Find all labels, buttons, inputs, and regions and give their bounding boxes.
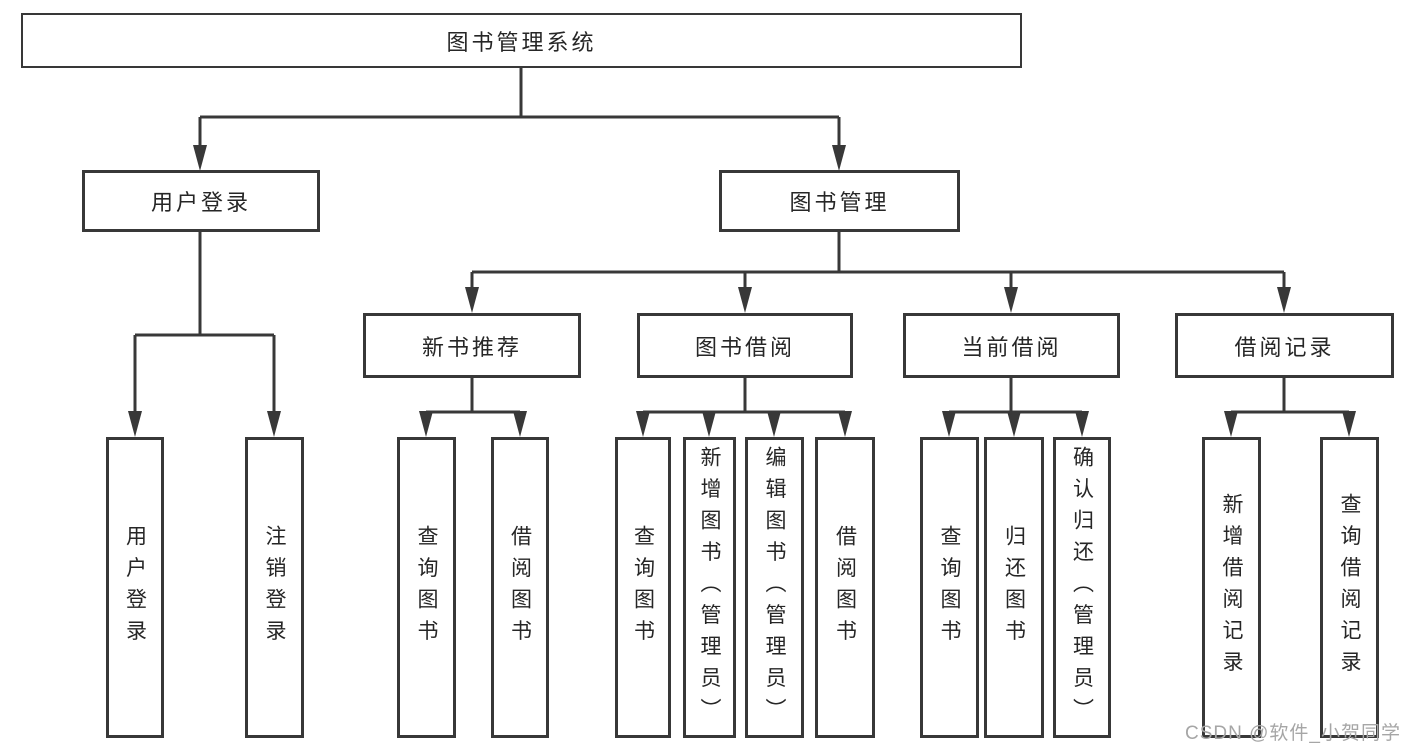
leaf-query-books-recommend: 查询图书 [397, 437, 456, 738]
leaf-add-books-admin: 新增图书（管理员） [683, 437, 736, 738]
leaf-query-books-current: 查询图书 [920, 437, 979, 738]
node-current-borrow: 当前借阅 [903, 313, 1120, 378]
leaf-logout: 注销登录 [245, 437, 304, 738]
connector-arrowheads [128, 145, 1356, 437]
node-library-management-system: 图书管理系统 [21, 13, 1022, 68]
leaf-add-borrow-record: 新增借阅记录 [1202, 437, 1261, 738]
node-book-borrow: 图书借阅 [637, 313, 853, 378]
leaf-return-books: 归还图书 [984, 437, 1044, 738]
node-borrow-records: 借阅记录 [1175, 313, 1394, 378]
leaf-edit-books-admin: 编辑图书（管理员） [745, 437, 804, 738]
leaf-confirm-return-admin: 确认归还（管理员） [1053, 437, 1111, 738]
csdn-watermark: CSDN @软件_小贺同学 [1185, 723, 1401, 744]
leaf-borrow-books: 借阅图书 [815, 437, 875, 738]
leaf-query-books-borrow: 查询图书 [615, 437, 671, 738]
node-user-login: 用户登录 [82, 170, 320, 232]
node-book-management: 图书管理 [719, 170, 960, 232]
leaf-borrow-books-recommend: 借阅图书 [491, 437, 549, 738]
leaf-user-login: 用户登录 [106, 437, 164, 738]
node-new-book-recommend: 新书推荐 [363, 313, 581, 378]
leaf-query-borrow-record: 查询借阅记录 [1320, 437, 1379, 738]
connector-lines [133, 68, 1351, 420]
